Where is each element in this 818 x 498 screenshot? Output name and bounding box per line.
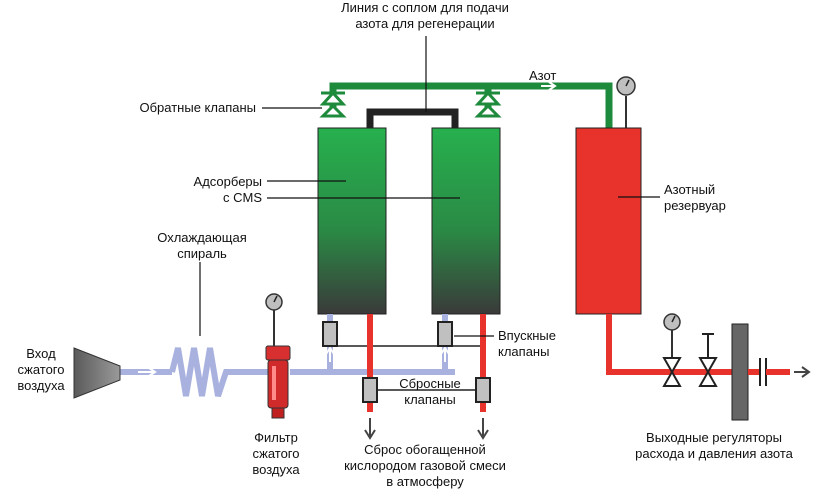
- nitrogen-tank: [575, 127, 642, 315]
- inlet-valve-right: [437, 321, 453, 347]
- outlet-regulators: [662, 313, 811, 421]
- adsorber-column-left: [317, 127, 387, 315]
- inlet-arrow-right: [440, 346, 450, 362]
- vent-valve-left: [362, 377, 378, 403]
- inlet-arrow-left: [325, 346, 335, 362]
- air-inlet-label: Вход сжатого воздуха: [17, 346, 65, 393]
- check-valve-right: [474, 90, 502, 118]
- inlet-flow-arrow: [138, 367, 157, 377]
- nitrogen-flow-arrow: [541, 81, 557, 91]
- vent-arrow-left: [364, 418, 376, 440]
- cooling-coil-label: Охлаждающая спираль: [157, 230, 247, 261]
- regen-line-label: Линия с соплом для подачи азота для реге…: [341, 0, 509, 31]
- compressed-air-filter: [265, 293, 291, 419]
- check-valve-left: [319, 90, 347, 118]
- tank-outlet-pipe: [606, 314, 732, 375]
- vent-arrow-right: [477, 418, 489, 440]
- vent-outlet-label: Сброс обогащенной кислородом газовой сме…: [344, 442, 506, 489]
- vent-valves-label: Сбросные клапаны: [399, 376, 461, 407]
- adsorbers-label: Адсорберы с CMS: [193, 174, 262, 205]
- leader-lines: [199, 36, 660, 337]
- outlet-regulators-label: Выходные регуляторы расхода и давления а…: [635, 430, 793, 461]
- check-valves-label: Обратные клапаны: [139, 100, 257, 115]
- filter-label: Фильтр сжатого воздуха: [252, 430, 300, 477]
- regeneration-line: [366, 108, 459, 130]
- inlet-valve-left: [322, 321, 338, 347]
- adsorber-column-right: [431, 127, 501, 315]
- air-inlet-cone: [73, 347, 121, 399]
- inlet-valves-label: Впускные клапаны: [498, 328, 557, 359]
- tank-pressure-gauge: [616, 76, 636, 130]
- nitrogen-label: Азот: [529, 68, 557, 83]
- nitrogen-tank-label: Азотный резервуар: [664, 182, 726, 213]
